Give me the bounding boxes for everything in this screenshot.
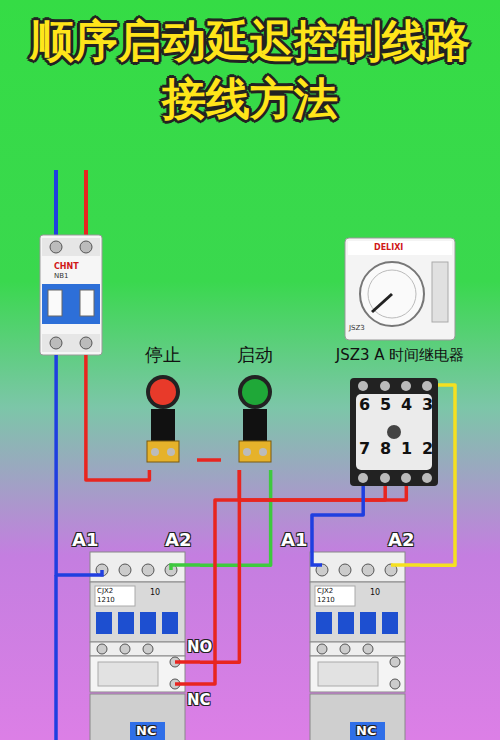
- contact-label: NC: [356, 724, 376, 739]
- pin-number: 6: [359, 396, 370, 414]
- contact-label: NO: [187, 639, 212, 656]
- pin-number: 2: [422, 440, 433, 458]
- brand-label: DELIXI: [374, 243, 403, 252]
- contactor: A1 A2: [70, 528, 200, 690]
- pin-number: 1: [401, 440, 412, 458]
- model-label: 10: [150, 588, 160, 597]
- wire: [197, 458, 221, 462]
- pin-number: 4: [401, 396, 412, 414]
- title: 顺序启动延迟控制线路 接线方法: [15, 12, 485, 128]
- wire: [56, 355, 70, 575]
- model-label: 10: [370, 588, 380, 597]
- coil-terminal-label: A1: [72, 530, 98, 551]
- wire: [420, 385, 455, 565]
- coil-terminal-label: A1: [281, 530, 307, 551]
- contact-label: NC: [187, 692, 211, 709]
- wire: [312, 486, 363, 528]
- device-label: CHNT: [54, 262, 79, 271]
- pin-number: 7: [359, 440, 370, 458]
- wire: [239, 470, 406, 500]
- time-relay: JSZ3 A 时间继电器: [321, 235, 479, 368]
- pin-number: 3: [422, 396, 433, 414]
- model-label: 1210: [317, 596, 335, 604]
- start-button: 启动: [221, 345, 289, 470]
- wire: [200, 486, 385, 684]
- model-label: CJX2: [317, 587, 333, 595]
- relay-socket: 6543 7812: [350, 378, 438, 486]
- contact-label: NC: [136, 724, 156, 739]
- model-label: CJX2: [97, 587, 113, 595]
- pin-number: 8: [380, 440, 391, 458]
- pin-number: 5: [380, 396, 391, 414]
- model-label: 1210: [97, 596, 115, 604]
- model-label: JSZ3: [349, 324, 365, 332]
- contactor: A1 A2: [275, 528, 420, 690]
- device-label: JSZ3 A 时间继电器: [321, 347, 479, 364]
- coil-terminal-label: A2: [388, 530, 414, 551]
- device-label: 启动: [221, 345, 289, 366]
- stop-button: 停止: [129, 345, 197, 470]
- wire: [86, 355, 150, 480]
- coil-terminal-label: A2: [165, 530, 191, 551]
- circuit-breaker: CHNTNB1: [40, 235, 102, 355]
- device-label: 停止: [129, 345, 197, 366]
- device-label: NB1: [54, 272, 69, 280]
- wire: [200, 470, 271, 565]
